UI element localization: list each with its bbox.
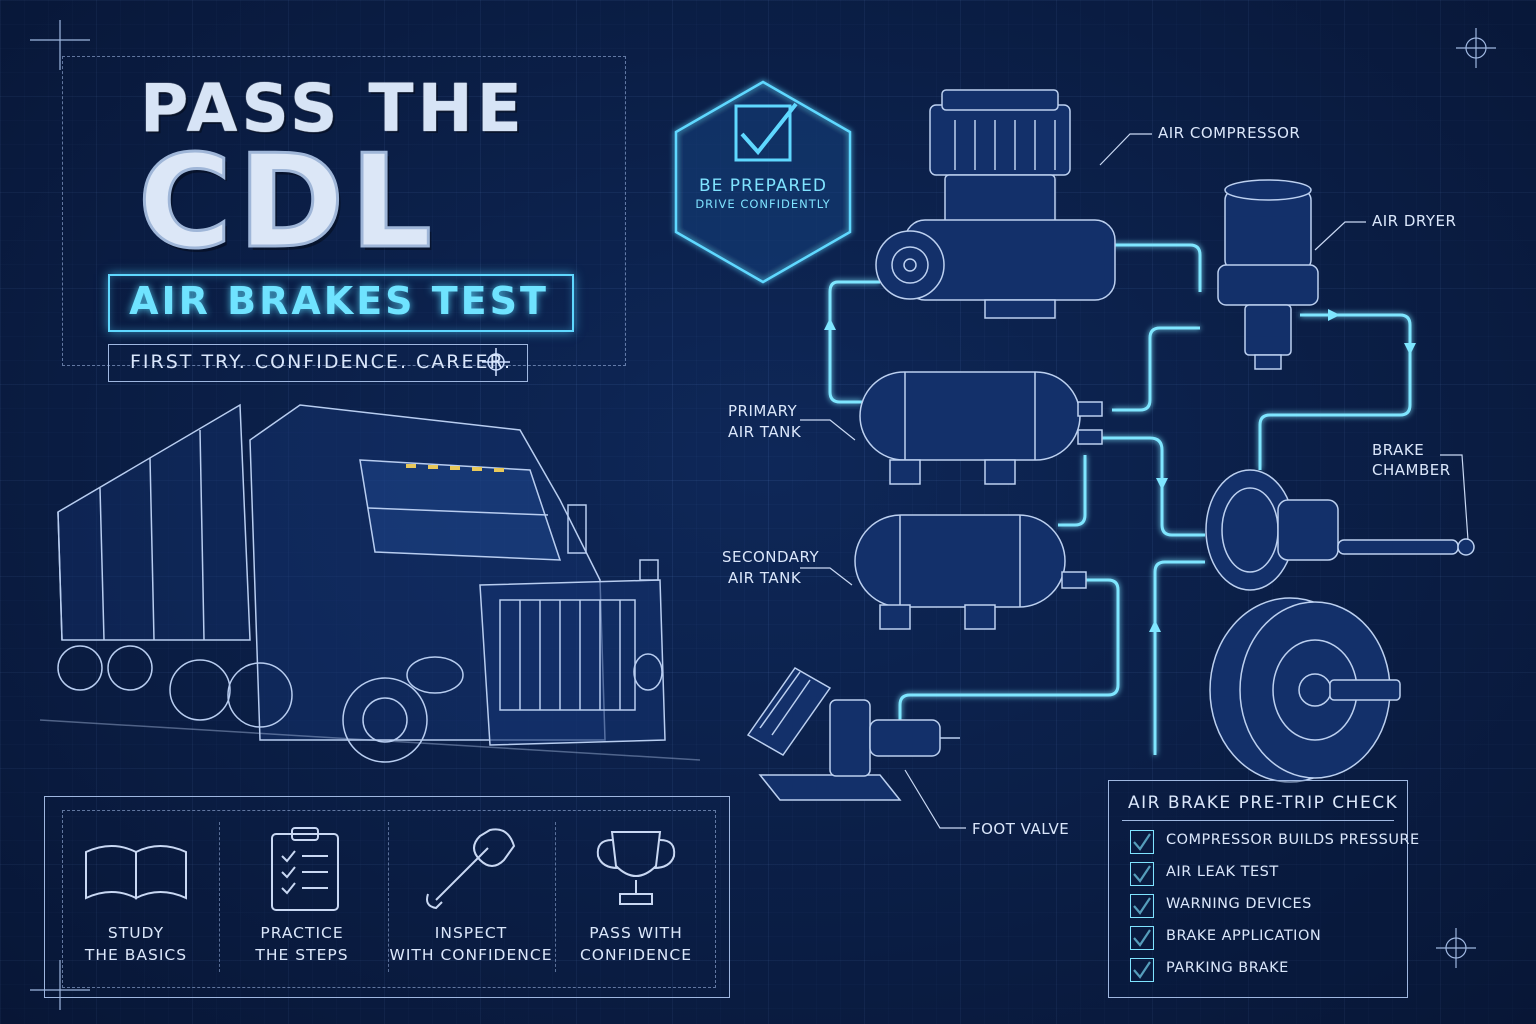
- truck-cab-lights: [406, 464, 504, 472]
- step-inspect: INSPECT WITH CONFIDENCE: [388, 922, 554, 966]
- checkbox-checked: [1130, 862, 1154, 886]
- check-mark-1: [1133, 833, 1151, 851]
- label-brake-line-1: BRAKE: [1372, 441, 1425, 459]
- brake-chamber-drawing: [1205, 469, 1475, 591]
- subtitle: AIR BRAKES TEST: [129, 279, 549, 323]
- primary-tank-drawing: [859, 371, 1103, 485]
- brake-drum-drawing: [1209, 597, 1401, 783]
- checkbox-checked: [1130, 894, 1154, 918]
- check-mark-2: [1133, 865, 1151, 883]
- label-foot-valve: FOOT VALVE: [972, 820, 1070, 838]
- step-practice-line-2: THE STEPS: [255, 946, 349, 964]
- air-compressor-drawing: [875, 89, 1116, 319]
- step-practice: PRACTICE THE STEPS: [220, 922, 384, 966]
- tagline-crosshair-icon: [482, 348, 510, 376]
- step-pass-line-2: CONFIDENCE: [579, 946, 693, 964]
- step-practice-line-1: PRACTICE: [260, 924, 344, 942]
- steps-panel: [44, 796, 730, 998]
- step-divider: [555, 822, 556, 972]
- step-inspect-line-1: INSPECT: [434, 924, 508, 942]
- badge-line-2: DRIVE CONFIDENTLY: [695, 197, 831, 211]
- label-air-dryer: AIR DRYER: [1372, 212, 1457, 230]
- step-study-line-1: STUDY: [107, 924, 165, 942]
- label-secondary-line-2: AIR TANK: [728, 569, 802, 587]
- trophy-icon: [596, 831, 676, 905]
- tagline: FIRST TRY. CONFIDENCE. CAREER.: [130, 351, 513, 373]
- checklist-item-label: WARNING DEVICES: [1166, 896, 1312, 912]
- checklist-item-label: PARKING BRAKE: [1166, 960, 1289, 976]
- label-leaders: [800, 133, 1469, 829]
- badge-line-1: BE PREPARED: [698, 176, 828, 196]
- checkbox-checked: [1130, 830, 1154, 854]
- step-study: STUDY THE BASICS: [54, 922, 218, 966]
- air-lines: [828, 243, 1412, 755]
- semi-truck-drawing: [39, 403, 701, 763]
- corner-marks: [30, 20, 1496, 1010]
- label-primary-line-1: PRIMARY: [728, 402, 798, 420]
- step-study-line-2: THE BASICS: [84, 946, 188, 964]
- label-air-compressor: AIR COMPRESSOR: [1158, 124, 1301, 142]
- title-frame: [62, 56, 626, 366]
- step-divider: [219, 822, 220, 972]
- checkbox-checked: [1130, 926, 1154, 950]
- step-divider: [388, 822, 389, 972]
- check-mark-3: [1133, 897, 1151, 915]
- clipboard-icon: [271, 827, 339, 911]
- step-pass-line-1: PASS WITH: [589, 924, 683, 942]
- title-line-2: CDL: [137, 127, 438, 279]
- check-mark-4: [1133, 929, 1151, 947]
- checkbox-checked: [1130, 958, 1154, 982]
- wrench-icon: [426, 828, 516, 910]
- badge-hexagon: [674, 80, 852, 284]
- tagline-box: [108, 344, 528, 382]
- air-dryer-drawing: [1217, 179, 1319, 370]
- pre-trip-checklist: [1108, 780, 1408, 998]
- checklist-item-label: BRAKE APPLICATION: [1166, 928, 1322, 944]
- book-icon: [85, 845, 187, 900]
- secondary-tank-drawing: [854, 514, 1087, 630]
- checklist-item-label: AIR LEAK TEST: [1166, 864, 1279, 880]
- subtitle-box: [108, 274, 574, 332]
- steps-inner-frame: [62, 810, 716, 988]
- label-secondary-line-1: SECONDARY: [722, 548, 820, 566]
- step-pass: PASS WITH CONFIDENCE: [554, 922, 718, 966]
- title-line-1: PASS THE: [140, 70, 526, 147]
- label-primary-line-2: AIR TANK: [728, 423, 802, 441]
- checklist-title: AIR BRAKE PRE-TRIP CHECK: [1128, 793, 1399, 813]
- check-mark-5: [1133, 961, 1151, 979]
- foot-valve-drawing: [746, 667, 960, 801]
- step-inspect-line-2: WITH CONFIDENCE: [389, 946, 553, 964]
- label-brake-line-2: CHAMBER: [1372, 461, 1451, 479]
- checklist-item-label: COMPRESSOR BUILDS PRESSURE: [1166, 832, 1420, 848]
- flow-arrows: [824, 309, 1416, 632]
- checklist-divider: [1122, 820, 1394, 821]
- checkmark-icon: [734, 104, 792, 162]
